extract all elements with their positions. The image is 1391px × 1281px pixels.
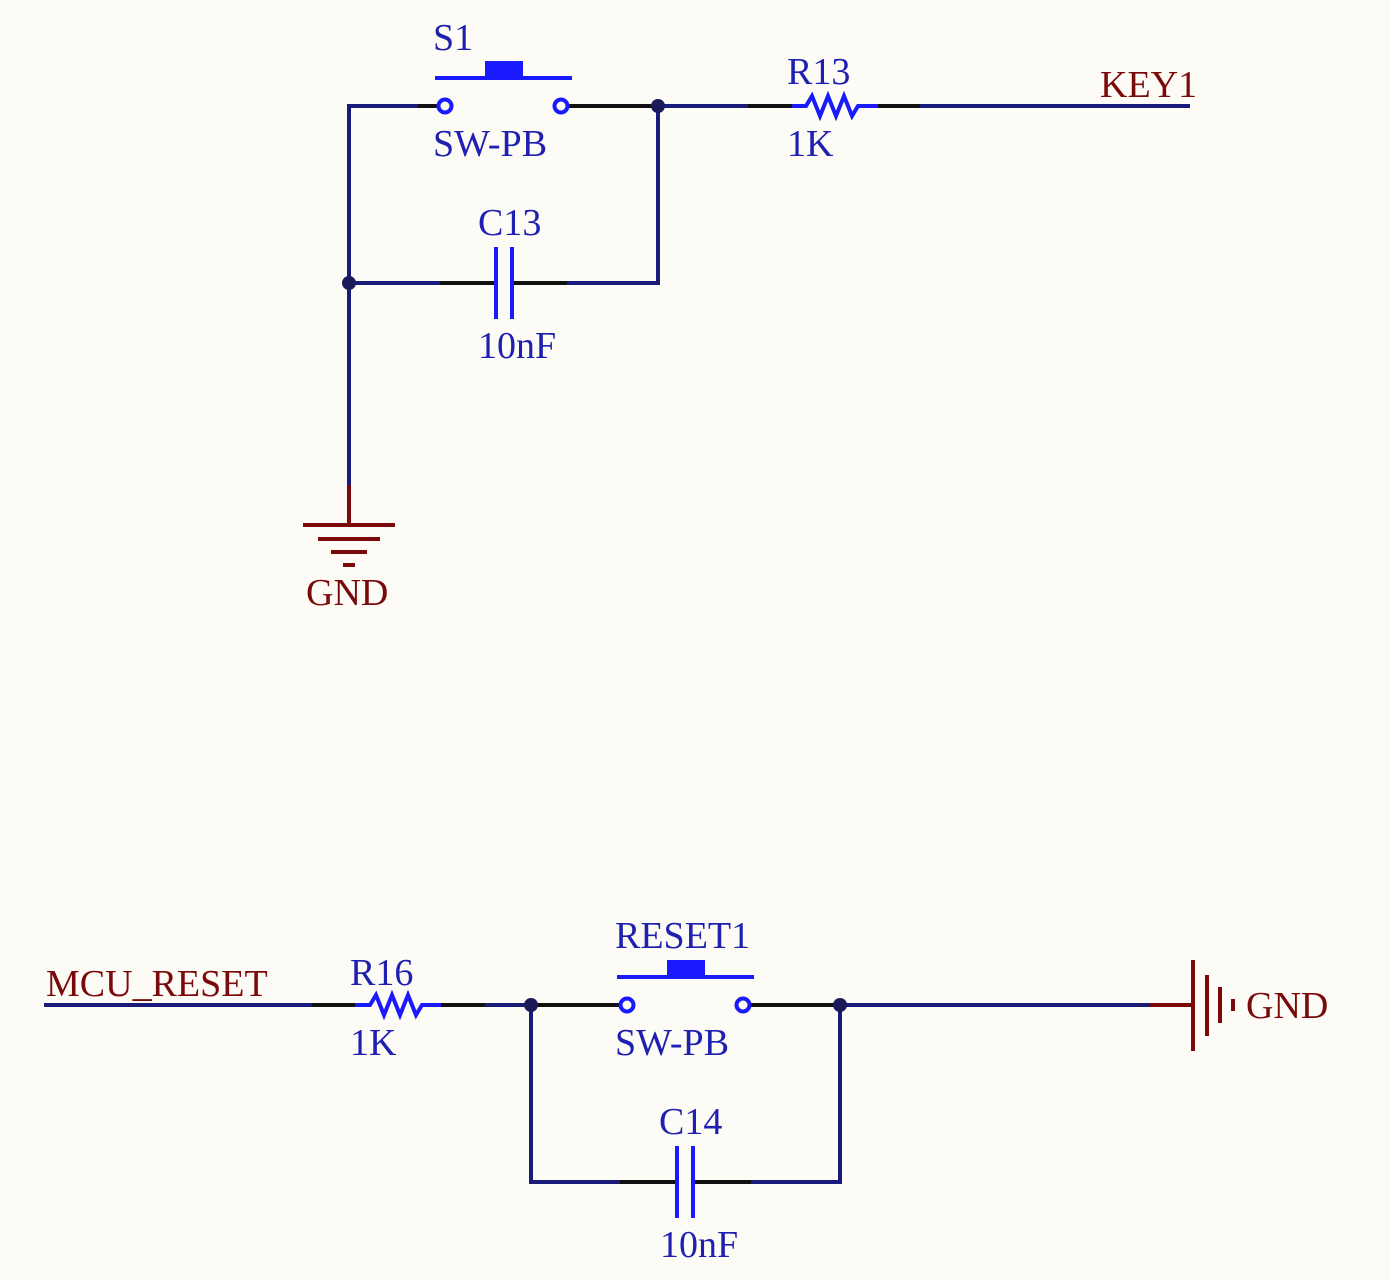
wire-left-vertical	[347, 104, 418, 485]
top-circuit: S1 SW-PB R13 1K KEY1 C13 10nF	[303, 17, 1197, 614]
switch-reset1-contact-right	[734, 996, 752, 1014]
junction-bottom-right	[833, 998, 847, 1012]
resistor-r16-value: 1K	[350, 1022, 397, 1064]
ground-symbol-bottom: GND	[1150, 960, 1328, 1051]
resistor-r13-designator: R13	[787, 51, 850, 93]
switch-s1[interactable]: S1 SW-PB	[418, 17, 658, 165]
capacitor-c13-designator: C13	[478, 202, 541, 244]
wire-left-loop	[529, 1005, 620, 1184]
switch-s1-value: SW-PB	[433, 123, 547, 165]
resistor-r16[interactable]: R16 1K	[312, 952, 485, 1064]
switch-s1-plunger	[485, 61, 523, 77]
ground-bottom-label: GND	[1246, 985, 1328, 1027]
net-label-mcu-reset: MCU_RESET	[46, 963, 268, 1005]
bottom-wires	[44, 1003, 1150, 1184]
wire-right-loop-bottom	[751, 1005, 842, 1184]
switch-reset1-designator: RESET1	[615, 915, 750, 957]
resistor-r16-designator: R16	[350, 952, 413, 994]
switch-reset1[interactable]: RESET1 SW-PB	[531, 915, 840, 1064]
capacitor-c14[interactable]: C14 10nF	[620, 1101, 751, 1266]
junction-top-right	[651, 99, 665, 113]
top-wires	[347, 104, 1190, 485]
junction-bottom-left	[524, 998, 538, 1012]
switch-s1-contact-left	[436, 97, 454, 115]
resistor-r13-body	[792, 90, 878, 122]
capacitor-c13[interactable]: C13 10nF	[440, 202, 567, 367]
capacitor-c14-value: 10nF	[660, 1224, 738, 1266]
bottom-circuit: MCU_RESET R16 1K RESET1 SW-PB	[44, 915, 1328, 1266]
junction-top-left	[342, 276, 356, 290]
switch-reset1-contact-left	[618, 996, 636, 1014]
switch-reset1-plunger	[667, 960, 705, 976]
resistor-r13[interactable]: R13 1K	[748, 51, 920, 165]
capacitor-c13-value: 10nF	[478, 325, 556, 367]
ground-symbol-top: GND	[303, 485, 395, 614]
switch-s1-contact-right	[552, 97, 570, 115]
resistor-r13-value: 1K	[787, 123, 834, 165]
capacitor-c14-designator: C14	[659, 1101, 722, 1143]
net-label-key1: KEY1	[1100, 64, 1197, 106]
ground-top-label: GND	[306, 572, 388, 614]
resistor-r16-body	[355, 989, 441, 1021]
wire-right-loop	[567, 106, 660, 285]
switch-reset1-value: SW-PB	[615, 1022, 729, 1064]
switch-s1-designator: S1	[433, 17, 473, 59]
